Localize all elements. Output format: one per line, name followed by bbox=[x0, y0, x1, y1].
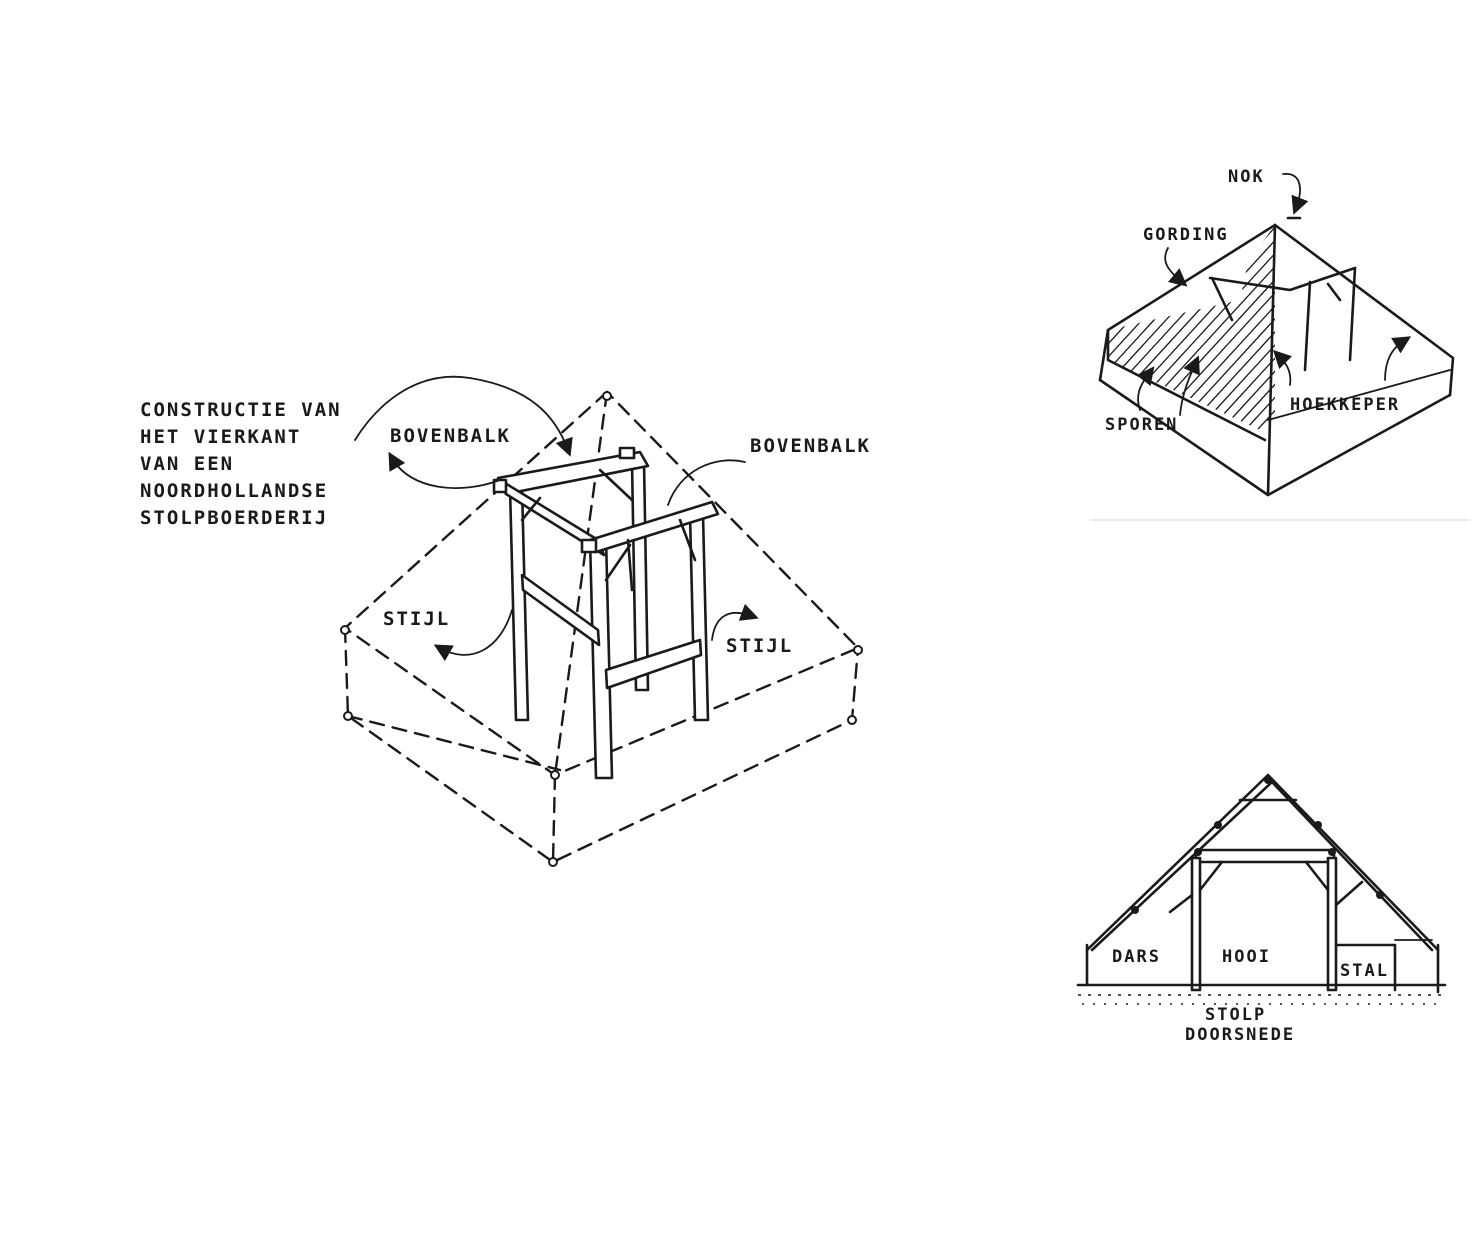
title-line-2: HET VIERKANT bbox=[140, 426, 301, 448]
stal-label: STAL bbox=[1340, 961, 1389, 981]
title-line-3: VAN EEN bbox=[140, 453, 234, 475]
bovenbalk-right-label: BOVENBALK bbox=[750, 435, 871, 457]
bovenbalk-left-arrow bbox=[388, 451, 501, 489]
sporen-arrow bbox=[1136, 366, 1155, 411]
sporen-label: SPOREN bbox=[1105, 415, 1178, 435]
bovenbalk-left-label: BOVENBALK bbox=[390, 425, 511, 447]
caption-line-2: DOORSNEDE bbox=[1185, 1025, 1295, 1045]
timber-frame bbox=[492, 446, 720, 780]
stijl-right-arrow bbox=[711, 603, 759, 641]
caption-line-1: STOLP bbox=[1205, 1005, 1266, 1025]
title-line-4: NOORDHOLLANDSE bbox=[140, 480, 328, 502]
hoekkeper-label: HOEKKEPER bbox=[1290, 395, 1400, 415]
hoekkeper-arrow-2 bbox=[1384, 336, 1412, 381]
title-line-5: STOLPBOERDERIJ bbox=[140, 507, 328, 529]
stijl-left-arrow bbox=[433, 609, 513, 662]
title-arrow bbox=[354, 375, 573, 457]
stijl-right-label: STIJL bbox=[726, 635, 793, 657]
nok-arrow bbox=[1282, 173, 1309, 215]
title-line-1: CONSTRUCTIE VAN bbox=[140, 399, 342, 421]
stijl-left-label: STIJL bbox=[383, 608, 450, 630]
nok-label: NOK bbox=[1228, 167, 1265, 187]
vierkant-drawing: CONSTRUCTIE VAN HET VIERKANT VAN EEN NOO… bbox=[140, 375, 871, 867]
bovenbalk-right-arrow bbox=[667, 459, 746, 506]
sporen-arrow-2 bbox=[1179, 355, 1200, 416]
corner-markers bbox=[340, 391, 863, 867]
section-drawing: DARS HOOI STAL STOLP DOORSNEDE bbox=[1076, 773, 1447, 1045]
vierkant-title: CONSTRUCTIE VAN HET VIERKANT VAN EEN NOO… bbox=[140, 399, 342, 529]
dars-label: DARS bbox=[1112, 947, 1161, 967]
hooi-label: HOOI bbox=[1222, 947, 1271, 967]
hoekkeper-arrow bbox=[1272, 349, 1293, 386]
roof-drawing: NOK GORDING SPOREN HOEKKEPER bbox=[1090, 167, 1470, 521]
gording-label: GORDING bbox=[1143, 225, 1229, 245]
gording-arrow bbox=[1164, 247, 1188, 287]
